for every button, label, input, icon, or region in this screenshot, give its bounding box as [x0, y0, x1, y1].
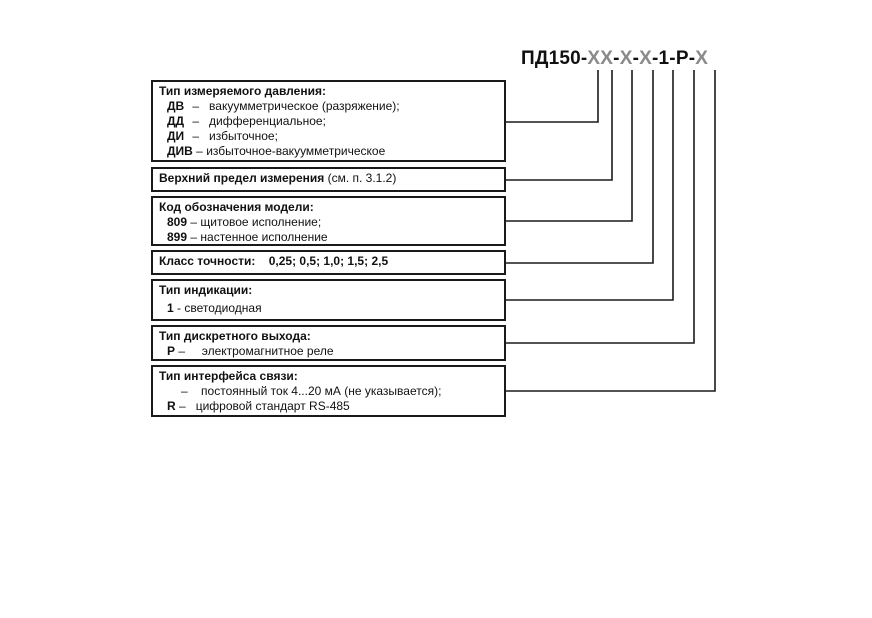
accuracy-values: 0,25; 0,5; 1,0; 1,5; 2,5 [268, 254, 389, 268]
upper-limit-note: (см. п. 3.1.2) [324, 171, 397, 185]
item-sep: – [175, 344, 186, 358]
item-sep: – [189, 129, 200, 143]
pressure-type-title: Тип измеряемого давления: [159, 84, 326, 98]
item-text: постоянный ток 4...20 мА (не указывается… [201, 384, 442, 398]
item-sep: – [181, 384, 188, 398]
item-sep: – [175, 399, 186, 413]
connector-limit [506, 70, 613, 181]
output-item: Р – электромагнитное реле [159, 344, 498, 359]
interface-title: Тип интерфейса связи: [159, 369, 298, 383]
connector-pressure [506, 70, 599, 123]
connector-accuracy [506, 70, 654, 264]
code-part-limit: X [619, 48, 633, 69]
model-item: 809 – щитовое исполнение; [159, 215, 498, 230]
pressure-item: ДВ – вакуумметрическое (разряжение); [167, 99, 400, 113]
accuracy-title: Класс точности: [159, 254, 256, 268]
model-code: ПД150-XX-X-X-1-P-X [521, 48, 708, 70]
item-text: щитовое исполнение; [200, 215, 322, 229]
model-code-title: Код обозначения модели: [159, 200, 314, 214]
item-sep: – [189, 99, 200, 113]
code-part-output: P [675, 48, 689, 69]
code-dash: - [613, 48, 620, 69]
upper-limit-box: Верхний предел измерения (см. п. 3.1.2) [151, 167, 506, 192]
output-title: Тип дискретного выхода: [159, 329, 311, 343]
interface-item: – постоянный ток 4...20 мА (не указывает… [159, 384, 498, 399]
item-text: дифференциальное; [209, 114, 326, 128]
code-part-interface: X [695, 48, 709, 69]
model-item: 899 – настенное исполнение [159, 230, 498, 245]
code-dash: - [669, 48, 676, 69]
code-part-pressure: XX [587, 48, 614, 69]
connector-model [506, 70, 633, 222]
item-code: ДИВ [167, 144, 193, 158]
item-text: вакуумметрическое (разряжение); [209, 99, 400, 113]
pressure-type-box: Тип измеряемого давления: ДВ – вакууммет… [151, 80, 506, 162]
accuracy-box: Класс точности: 0,25; 0,5; 1,0; 1,5; 2,5 [151, 250, 506, 275]
code-prefix: ПД150- [521, 48, 588, 69]
indication-item: 1 - светодиодная [159, 301, 498, 316]
upper-limit-title: Верхний предел измерения [159, 171, 325, 185]
model-code-box: Код обозначения модели: 809 – щитовое ис… [151, 196, 506, 246]
item-text: настенное исполнение [200, 230, 328, 244]
connector-output [506, 70, 695, 344]
item-sep: – [187, 215, 198, 229]
code-part-indication: 1 [658, 48, 670, 69]
item-text: избыточное; [209, 129, 278, 143]
interface-item: R – цифровой стандарт RS-485 [159, 399, 498, 414]
code-dash: - [651, 48, 659, 69]
pressure-item: ДД – дифференциальное; [167, 114, 326, 128]
output-box: Тип дискретного выхода: Р – электромагни… [151, 325, 506, 361]
connector-indication [506, 70, 674, 301]
interface-box: Тип интерфейса связи: – постоянный ток 4… [151, 365, 506, 417]
item-text: светодиодная [184, 301, 262, 315]
item-code: R [167, 399, 176, 413]
code-part-model: X [639, 48, 652, 69]
code-dash: - [632, 48, 640, 69]
item-sep: - [173, 301, 182, 315]
connector-interface [506, 70, 716, 392]
item-text: электромагнитное реле [201, 344, 334, 358]
item-code: Р [167, 344, 176, 358]
indication-box: Тип индикации: 1 - светодиодная [151, 279, 506, 321]
pressure-item: ДИ – избыточное; [167, 129, 278, 143]
item-code: 899 [167, 230, 188, 244]
item-text: избыточное-вакуумметрическое [206, 144, 386, 158]
indication-title: Тип индикации: [159, 283, 253, 297]
item-code: 809 [167, 215, 188, 229]
item-sep: – [189, 114, 200, 128]
item-sep: – [192, 144, 203, 158]
pressure-item: ДИВ – избыточное-вакуумметрическое [159, 144, 498, 159]
item-sep: – [187, 230, 198, 244]
code-dash: - [688, 48, 696, 69]
item-code: 1 [167, 301, 174, 315]
item-text: цифровой стандарт RS-485 [195, 399, 350, 413]
